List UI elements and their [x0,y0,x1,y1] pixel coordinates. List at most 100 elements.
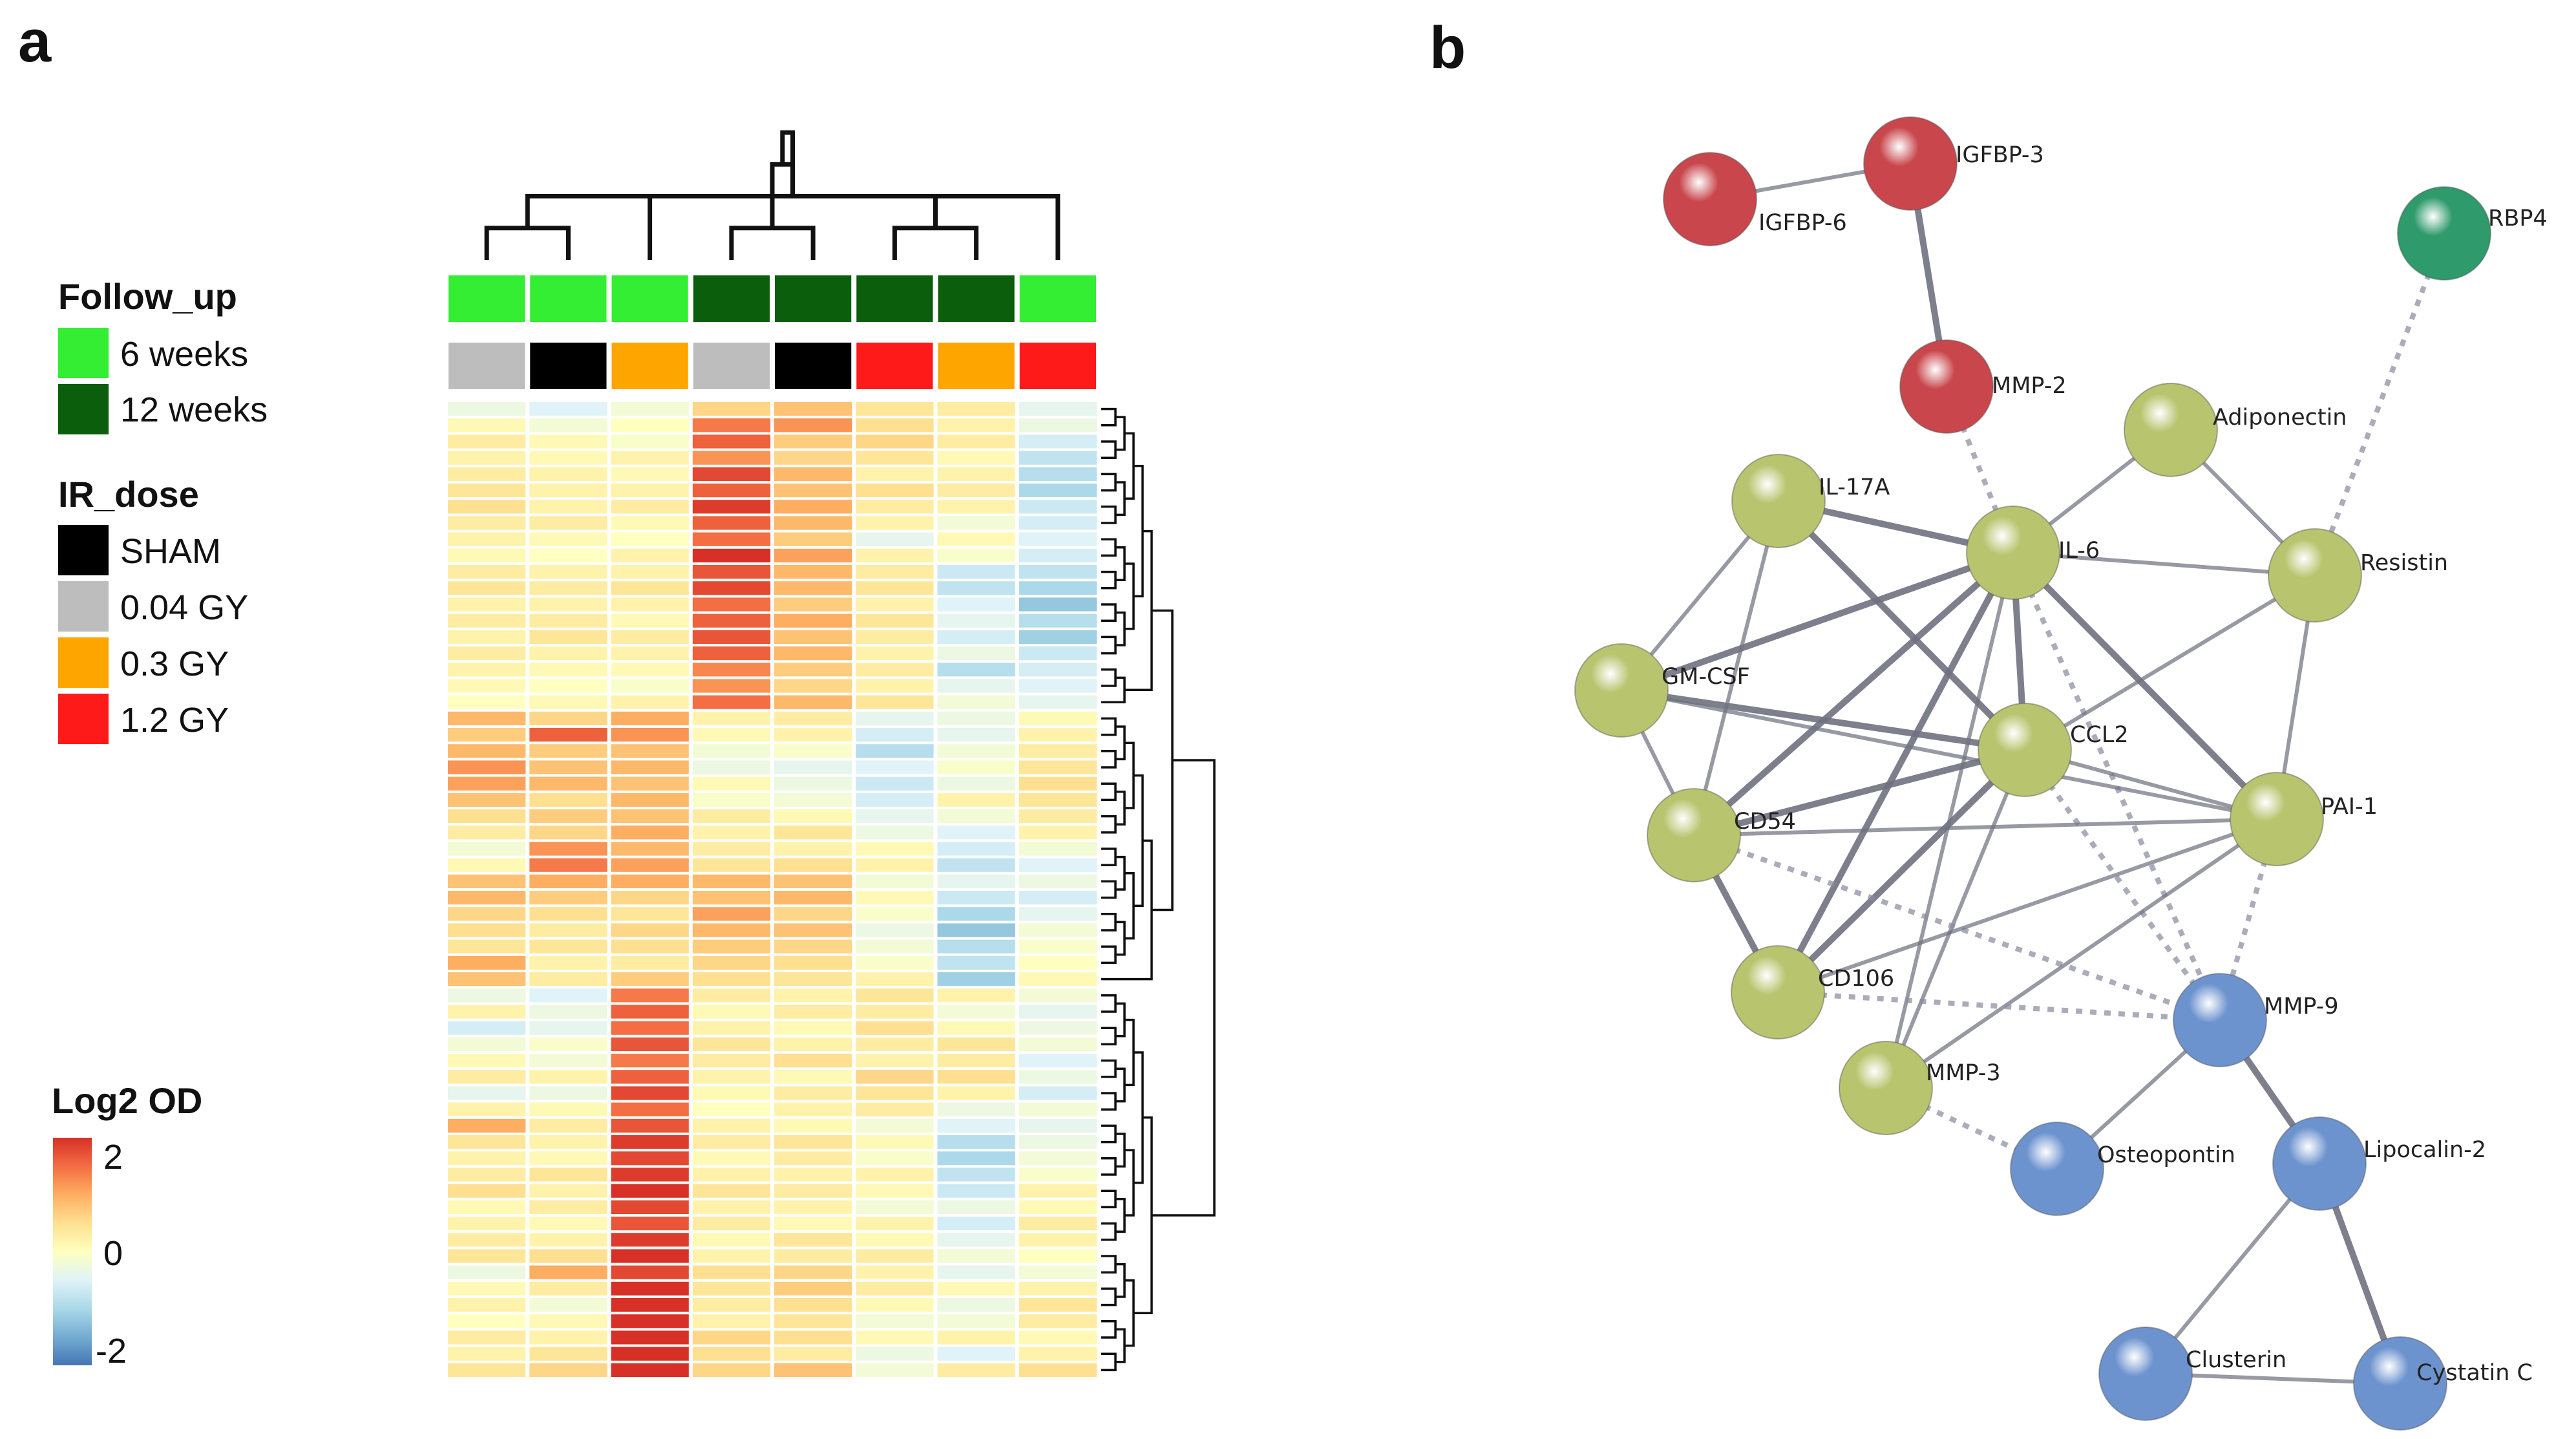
heatmap-cell [1019,858,1097,872]
dendrogram-branch [1101,1124,1117,1144]
legend-swatch-0-3-gy [58,637,109,688]
colorbar-tick-mid: 0 [103,1234,123,1273]
heatmap-cell [856,434,934,449]
follow-up-cell [611,275,688,322]
dendrogram-branch [1124,741,1135,809]
heatmap-cell [692,1314,771,1328]
network-node-label: IL-6 [2058,538,2100,564]
network-edge [2312,232,2447,577]
heatmap-cell [774,646,852,661]
heatmap-cell [529,630,607,644]
heatmap-cell [856,548,934,562]
network-edge [1884,817,2278,1090]
heatmap-cell [692,402,771,416]
heatmap-cell [1019,1021,1097,1035]
row-dendrogram [1101,407,1216,1372]
heatmap-cell [448,1249,526,1263]
heatmap-cell [448,679,526,693]
follow-up-cell [938,275,1015,322]
dendrogram-branch [1152,759,1216,1217]
heatmap-cell [1019,874,1097,888]
heatmap-cell [856,711,934,725]
heatmap-cell [692,630,771,644]
heatmap-cell [937,1005,1015,1019]
heatmap-cell [856,646,934,661]
heatmap-cell [856,484,934,498]
ir-dose-cell [611,343,688,389]
heatmap-cell [529,874,607,888]
heatmap-cell [448,402,526,416]
heatmap-cell [611,1249,689,1263]
heatmap-cell [448,1200,526,1214]
network-node: MMP-9 [2173,973,2339,1067]
heatmap-cell [856,695,934,709]
legend-follow-up: Follow_up 6 weeks 12 weeks [58,276,268,434]
heatmap-cell [529,1037,607,1051]
heatmap-cell [611,760,689,774]
heatmap-cell [774,1151,852,1166]
dendrogram-branch [1115,1328,1126,1363]
heatmap-cell [1019,679,1097,693]
heatmap-cell [611,809,689,824]
heatmap-cell [1019,842,1097,856]
heatmap-cell [448,939,526,954]
network-node-label: Osteopontin [2097,1142,2235,1168]
heatmap-cell [937,1281,1015,1295]
heatmap-cell [611,744,689,758]
heatmap-cell [611,1314,689,1328]
heatmap-grid [448,402,1097,1377]
heatmap-cell [611,646,689,661]
heatmap-cell [856,1265,934,1279]
heatmap-cell [774,500,852,514]
heatmap-cell [937,955,1015,970]
heatmap-cell [692,565,771,579]
heatmap-cell [1019,1298,1097,1312]
colorbar-tick-min: -2 [96,1332,127,1370]
heatmap-cell [1019,597,1097,612]
heatmap-cell [611,1298,689,1312]
heatmap-cell [1019,1070,1097,1084]
heatmap-cell [448,1021,526,1035]
heatmap-cell [611,1086,689,1100]
heatmap-cell [856,1086,934,1100]
heatmap-cell [611,548,689,562]
heatmap-cell [529,728,607,742]
heatmap-cell [774,728,852,742]
heatmap-cell [937,1249,1015,1263]
network-node-label: MMP-3 [1926,1060,2001,1086]
network-node-label: CD106 [1818,966,1894,992]
heatmap-cell [774,1217,852,1231]
heatmap-cell [692,532,771,546]
heatmap-cell [692,597,771,612]
heatmap-cell [774,1005,852,1019]
heatmap-cell [448,418,526,432]
heatmap-cell [774,1363,852,1377]
heatmap-cell [937,1298,1015,1312]
network-node: IL-6 [1966,506,2100,600]
heatmap-cell [611,826,689,840]
heatmap-cell [529,516,607,530]
heatmap-cell [774,613,852,628]
heatmap-cell [448,451,526,465]
heatmap-cell [856,1330,934,1345]
heatmap-cell [937,630,1015,644]
heatmap-cell [1019,1037,1097,1051]
heatmap-cell [937,679,1015,693]
network-node-label: RBP4 [2488,206,2548,231]
heatmap-cell [1019,744,1097,758]
ir-dose-cell [856,343,933,389]
heatmap-cell [856,597,934,612]
heatmap-cell [611,613,689,628]
heatmap-cell [1019,711,1097,725]
heatmap-cell [448,1265,526,1279]
heatmap-cell [774,776,852,791]
heatmap-cell [856,516,934,530]
heatmap-cell [856,1249,934,1263]
dendrogram-branch [1115,921,1126,956]
heatmap-cell [856,565,934,579]
heatmap-cell [1019,1184,1097,1198]
heatmap-cell [937,1233,1015,1247]
heatmap-cell [611,467,689,481]
heatmap-cell [529,402,607,416]
heatmap-cell [692,1021,771,1035]
